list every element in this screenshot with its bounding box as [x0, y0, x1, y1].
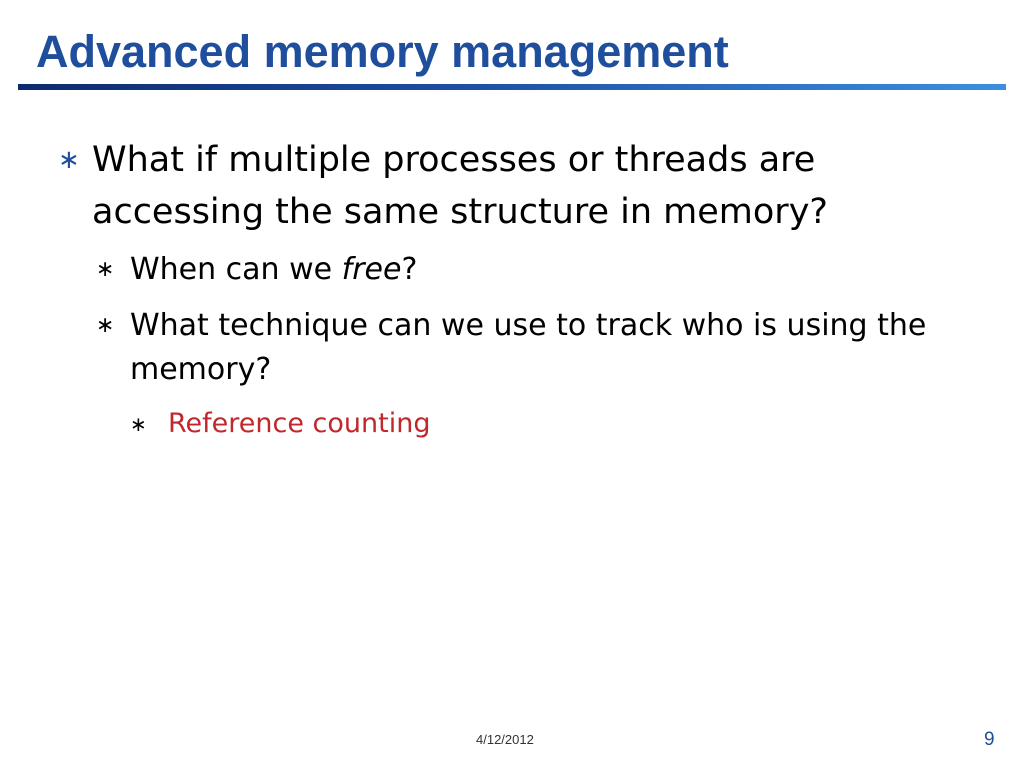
asterisk-bullet-icon: ∗: [96, 257, 115, 282]
asterisk-bullet-icon: ∗: [58, 145, 80, 175]
title-underline-rule: [18, 84, 1006, 90]
bullet-text: What if multiple processes or threads ar…: [92, 140, 828, 232]
asterisk-bullet-icon: ∗: [130, 412, 147, 436]
slide-number: 9: [984, 729, 995, 750]
bullet-text-before: When can we: [130, 252, 342, 287]
asterisk-bullet-icon: ∗: [96, 313, 115, 338]
slide-title: Advanced memory management: [36, 26, 729, 77]
bullet-level-1: ∗ What if multiple processes or threads …: [58, 134, 918, 238]
bullet-text: What technique can we use to track who i…: [130, 308, 927, 387]
bullet-text-after: ?: [401, 252, 418, 287]
bullet-text: When can we free?: [130, 248, 417, 292]
bullet-text-emphasis: free: [341, 252, 402, 287]
footer-date: 4/12/2012: [476, 732, 534, 747]
bullet-text-answer: Reference counting: [168, 408, 431, 439]
bullet-level-2: ∗ What technique can we use to track who…: [96, 304, 936, 392]
bullet-level-2: ∗ When can we free?: [96, 248, 936, 292]
bullet-level-3: ∗ Reference counting: [130, 404, 830, 444]
